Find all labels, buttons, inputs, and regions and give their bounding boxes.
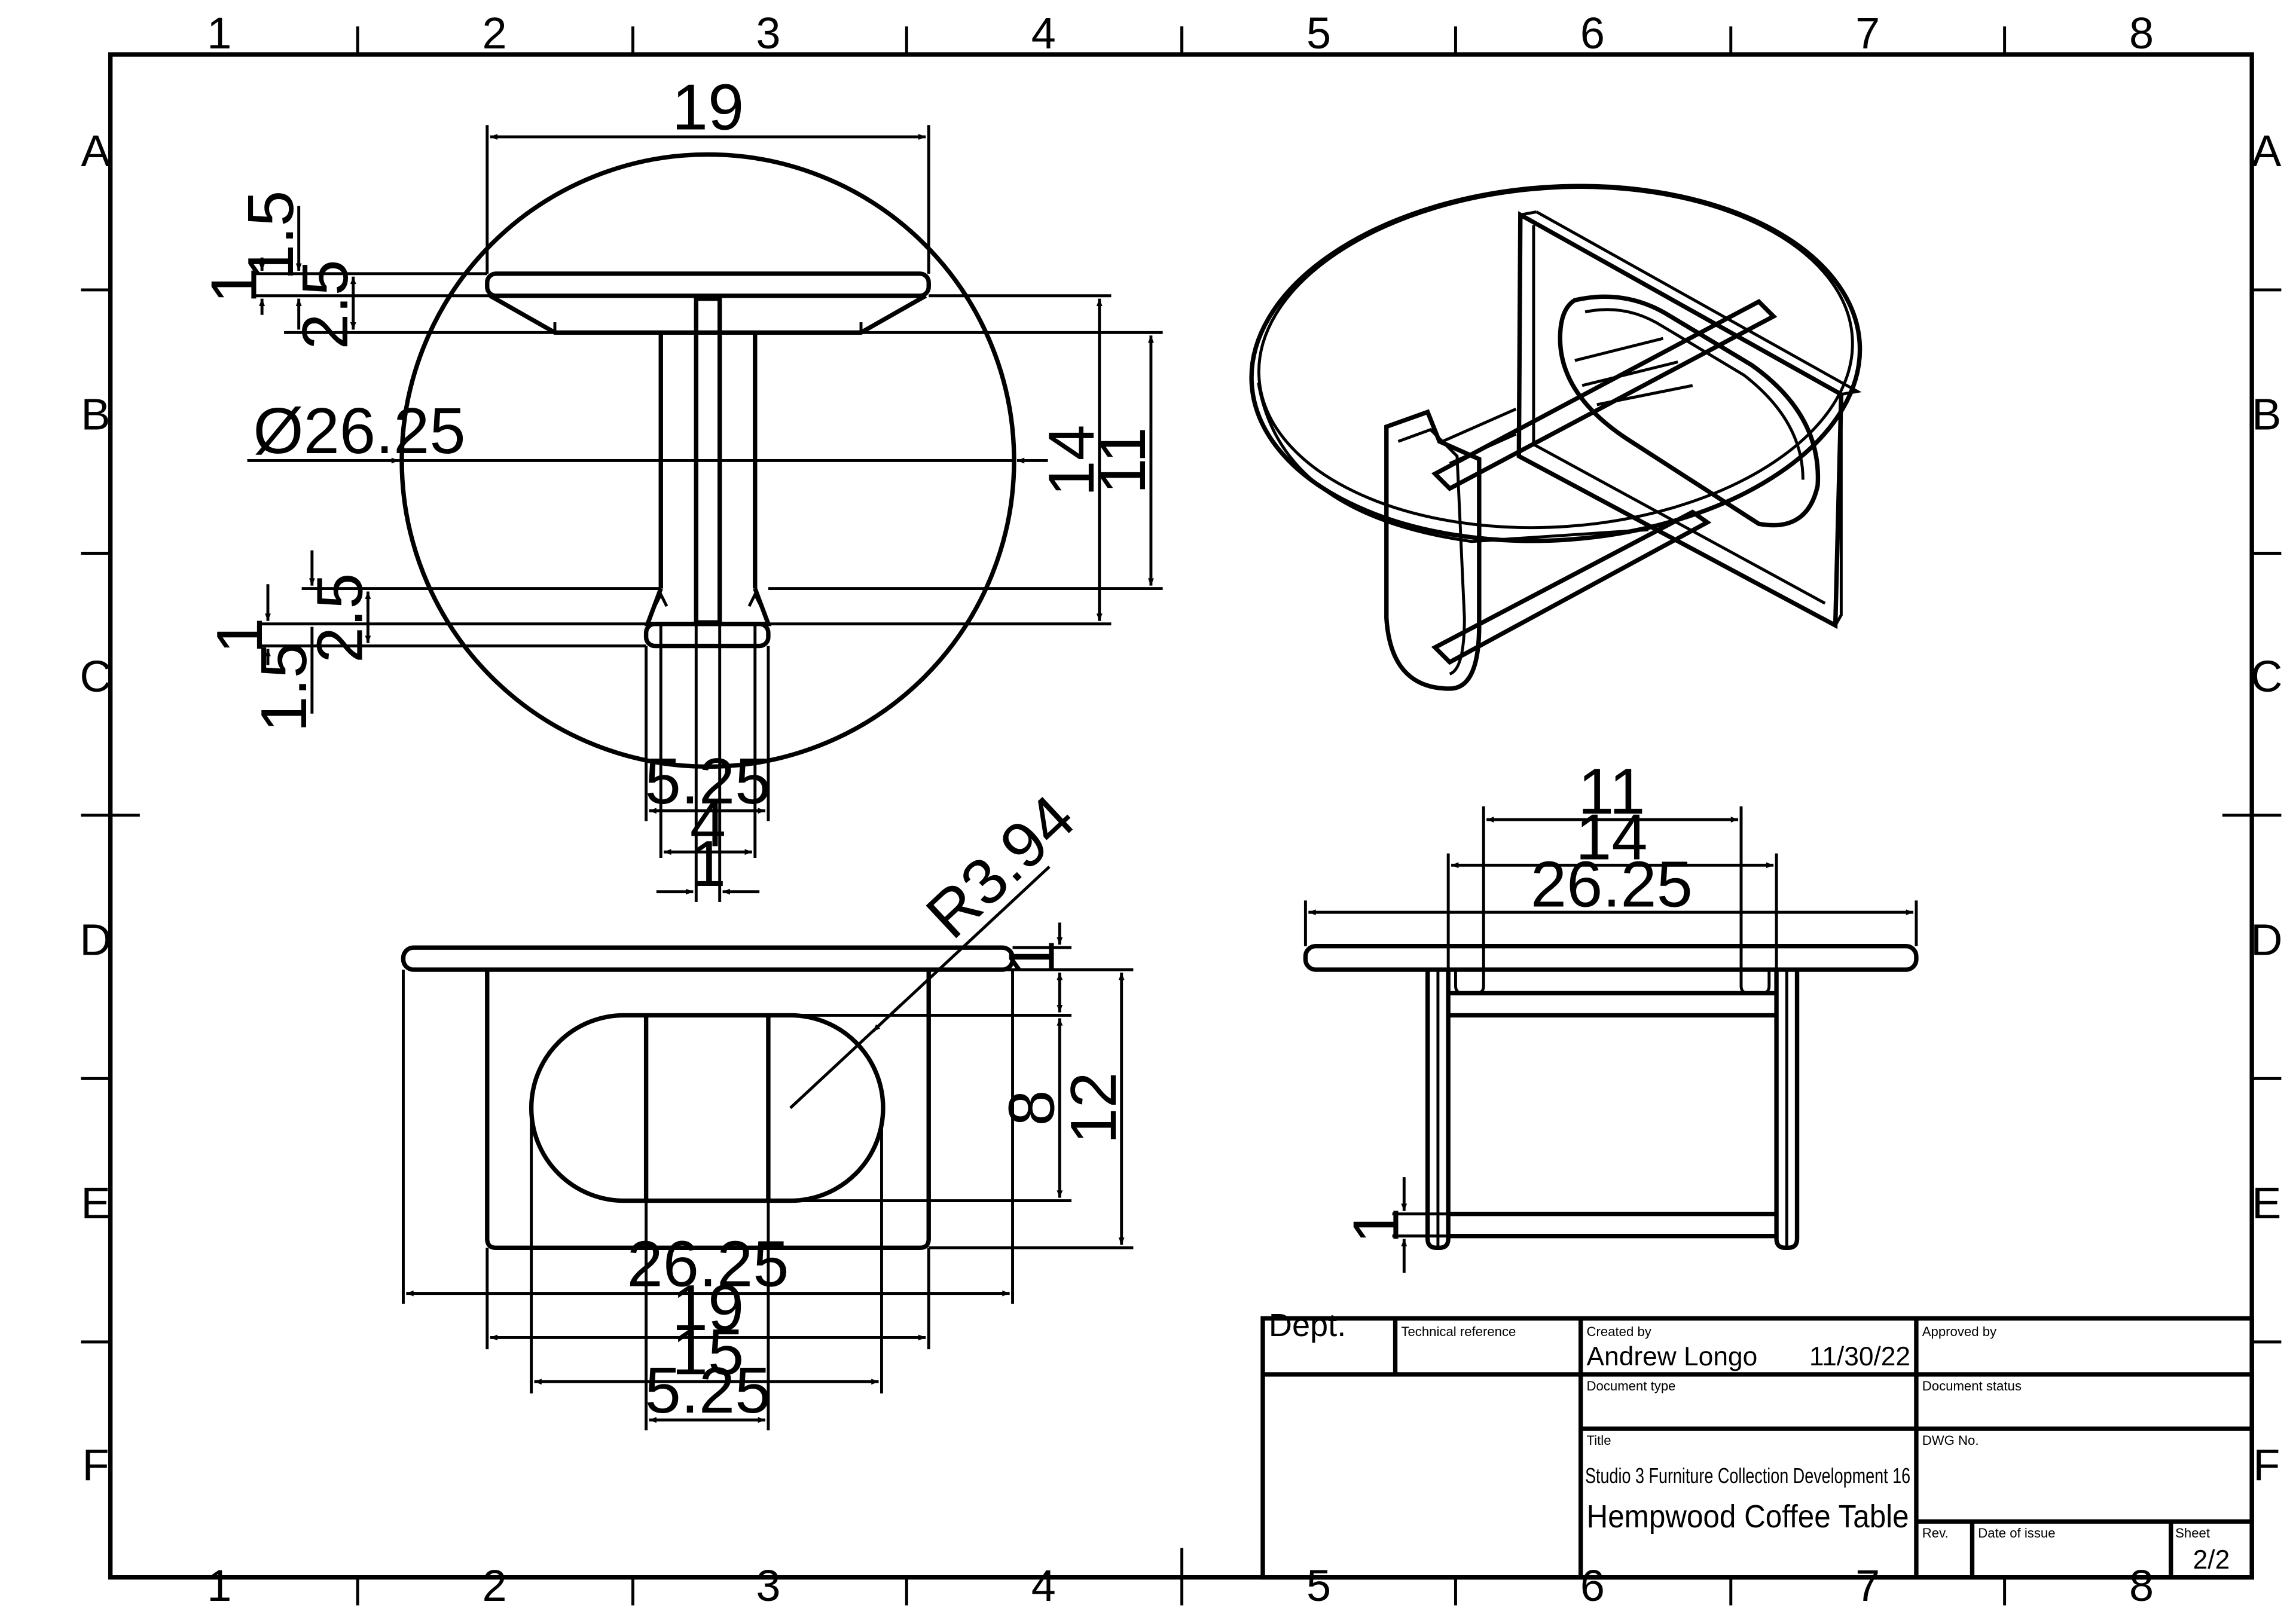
zone-col-6-bottom: 6 xyxy=(1580,1561,1605,1610)
rev-label: Rev. xyxy=(1922,1526,1949,1541)
dim-bottom-1-5: 1.5 xyxy=(248,642,320,732)
zone-col-6-top: 6 xyxy=(1580,8,1605,58)
zone-row-e-right: E xyxy=(2252,1178,2281,1228)
zone-col-5-top: 5 xyxy=(1306,8,1331,58)
created-by-name: Andrew Longo xyxy=(1587,1342,1758,1371)
zone-row-d-right: D xyxy=(2251,915,2282,964)
dim-bottom-2-5: 2.5 xyxy=(304,573,376,664)
dim-bottom-1: 1 xyxy=(203,618,276,653)
zone-col-8-bottom: 8 xyxy=(2129,1561,2154,1610)
zone-col-1-bottom: 1 xyxy=(207,1561,231,1610)
zone-row-c-left: C xyxy=(80,652,111,701)
created-date: 11/30/22 xyxy=(1809,1342,1910,1371)
zone-row-b-right: B xyxy=(2252,390,2281,439)
dim-side-11: 11 xyxy=(1578,755,1645,827)
zone-row-d-left: D xyxy=(80,915,111,964)
created-by-label: Created by xyxy=(1587,1324,1652,1339)
dept-label: Dept. xyxy=(1269,1307,1346,1343)
dim-top-1: 1 xyxy=(197,267,270,303)
zone-row-f-left: F xyxy=(82,1440,109,1490)
date-of-issue-label: Date of issue xyxy=(1978,1526,2055,1541)
dim-front-1: 1 xyxy=(995,940,1067,976)
zone-col-4-bottom: 4 xyxy=(1031,1561,1056,1610)
zone-row-a-right: A xyxy=(2252,126,2282,176)
dim-top-2-5: 2.5 xyxy=(289,259,361,350)
dim-front-5-25: 5.25 xyxy=(645,1354,771,1426)
zone-row-e-left: E xyxy=(81,1178,110,1228)
dim-top-1-5: 1.5 xyxy=(234,191,307,281)
top-view: 19 1.5 1 2.5 Ø26.25 xyxy=(197,71,1163,902)
dim-side-14: 14 xyxy=(1576,800,1647,873)
drawing-frame: 1 2 3 4 5 6 7 8 1 2 3 4 5 6 7 8 A B C D … xyxy=(80,8,2282,1610)
dim-top-19: 19 xyxy=(672,71,744,143)
title-line-2: Hempwood Coffee Table xyxy=(1587,1499,1909,1535)
sheet-label: Sheet xyxy=(2175,1526,2210,1541)
sheet-value: 2/2 xyxy=(2193,1545,2230,1575)
side-view: 11 14 26.25 1 xyxy=(1303,755,1919,1273)
dim-front-26-25: 26.25 xyxy=(627,1227,789,1300)
dim-radius: R3.94 xyxy=(912,781,1088,952)
dim-diameter: Ø26.25 xyxy=(253,395,465,467)
zone-col-3-bottom: 3 xyxy=(756,1561,780,1610)
zone-row-b-left: B xyxy=(81,390,110,439)
front-view: R3.94 1 8 12 26.25 19 15 xyxy=(401,781,1134,1431)
zone-col-4-top: 4 xyxy=(1031,8,1056,58)
title-line-1: Studio 3 Furniture Collection Developmen… xyxy=(1585,1464,1910,1488)
dim-width-4: 4 xyxy=(690,787,726,860)
zone-col-3-top: 3 xyxy=(756,8,780,58)
techref-label: Technical reference xyxy=(1401,1324,1516,1339)
dim-width-1: 1 xyxy=(690,827,726,900)
dim-height-11: 11 xyxy=(1086,427,1159,494)
zone-row-c-right: C xyxy=(2251,652,2282,701)
approved-by-label: Approved by xyxy=(1922,1324,1997,1339)
document-type-label: Document type xyxy=(1587,1379,1676,1393)
dim-width-5-25-top: 5.25 xyxy=(645,745,771,817)
zone-col-7-top: 7 xyxy=(1855,8,1880,58)
zone-col-5-bottom: 5 xyxy=(1306,1561,1331,1610)
zone-col-8-top: 8 xyxy=(2129,8,2154,58)
document-status-label: Document status xyxy=(1922,1379,2022,1393)
zone-row-a-left: A xyxy=(81,126,111,176)
dim-front-8: 8 xyxy=(995,1090,1067,1126)
title-label: Title xyxy=(1587,1433,1611,1448)
zone-col-7-bottom: 7 xyxy=(1855,1561,1880,1610)
isometric-view xyxy=(1249,184,1863,691)
zone-row-f-right: F xyxy=(2253,1440,2280,1490)
zone-col-2-bottom: 2 xyxy=(483,1561,507,1610)
dwg-no-label: DWG No. xyxy=(1922,1433,1979,1448)
zone-col-2-top: 2 xyxy=(483,8,507,58)
dim-side-26-25: 26.25 xyxy=(1531,848,1693,920)
title-block: Dept. Technical reference Created by And… xyxy=(1260,1307,2254,1580)
dim-front-19: 19 xyxy=(672,1271,744,1344)
dim-height-14: 14 xyxy=(1035,424,1107,496)
zone-col-1-top: 1 xyxy=(207,8,231,58)
dim-side-1: 1 xyxy=(1339,1208,1412,1243)
dim-front-12: 12 xyxy=(1057,1072,1129,1144)
dim-front-15: 15 xyxy=(672,1316,744,1388)
